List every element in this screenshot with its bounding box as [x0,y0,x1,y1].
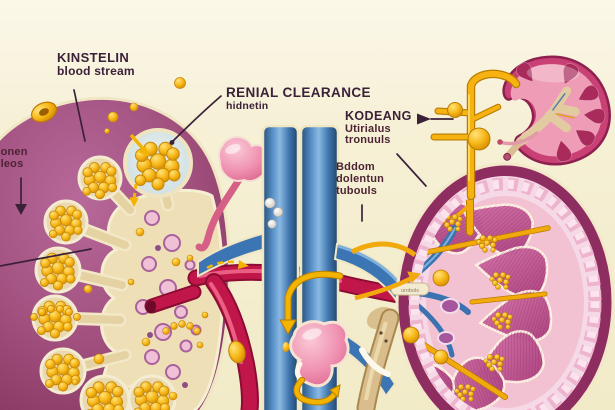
small-kidney-vessel [498,131,539,146]
hilum-structures: urobols [350,241,450,410]
lens-arrow [129,133,150,208]
gold-bead-chains [30,305,201,335]
kodeang-arrowhead [417,113,431,125]
small-kidney [496,44,615,175]
left-cut-arrowhead [15,204,27,215]
label-left-partial-line1: alonen [0,146,28,158]
pointer-renal-clearance [171,95,222,143]
pointer-left-diagonal [0,248,92,267]
label-bloodstream: KINSTELIN blood stream [57,50,135,79]
label-kodeang-line2: Utirialus [345,122,391,135]
svg-text:urobols: urobols [401,288,419,294]
hilum-flow-arrows [350,241,422,301]
left-kidney-cross-section [0,96,231,410]
label-renal-clearance-subtitle: hidnetin [226,99,269,112]
label-bloodstream-title: KINSTELIN [57,50,130,65]
small-kidney-vessel-tip [497,139,503,145]
label-bloodstream-subtitle: blood stream [57,64,135,79]
gold-sphere-floating [174,77,186,89]
label-left-partial: alonen icleos [0,146,28,171]
label-tubules: Bddom dolentun tubouls [336,161,385,198]
label-renal-clearance-title: RENIAL CLEARANCE [226,85,371,100]
right-kidney-cross-section: urobols [350,162,615,410]
label-renal-clearance: RENIAL CLEARANCE hidnetin [226,85,371,112]
label-kodeang-line3: tronuuls [345,134,391,147]
pointer-utirialus [396,153,427,187]
label-tubules-line3: tubouls [336,184,378,197]
gold-donut [31,101,57,123]
pointer-bloodstream [73,89,86,142]
cortex-gold-dots [71,102,139,386]
glomerulus-blob [289,320,350,406]
central-flow-arrows [206,260,344,364]
pointer-lines [0,89,454,267]
purple-cells [437,298,460,345]
label-left-partial-line2: icleos [0,157,24,170]
yellow-tubule-structure [430,69,521,201]
pearl-particles [264,197,283,229]
label-kodeang: KODEANG Utirialus tronuuls [345,109,412,147]
label-tubules-line2: dolentun [336,172,385,185]
label-tubules-line1: Bddom [336,161,375,173]
label-kodeang-title: KODEANG [345,109,412,123]
pink-organ [195,136,270,252]
